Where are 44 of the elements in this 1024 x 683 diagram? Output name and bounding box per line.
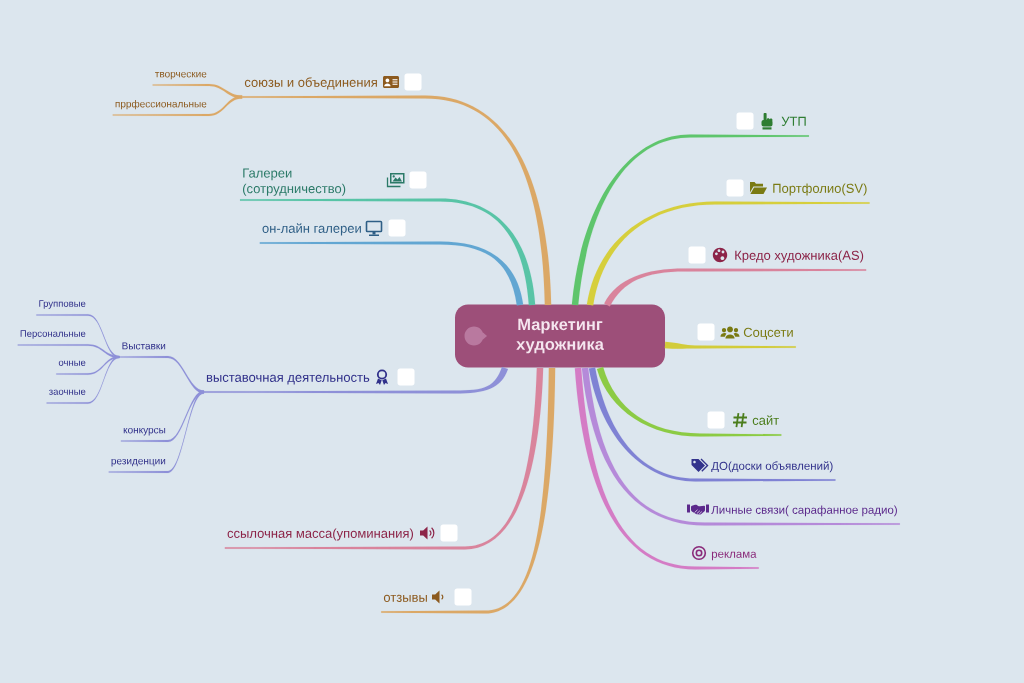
branch-line: [119, 355, 204, 394]
branch-line: [581, 367, 900, 526]
branch-line: [242, 95, 552, 306]
topic-label: реклама: [711, 551, 757, 561]
subtopic-label: очные: [58, 360, 86, 366]
branch-line: [259, 241, 524, 306]
branch-line: [604, 268, 867, 307]
topic-label: ДО(доски объявлений): [711, 461, 833, 473]
subtopic-label: конкурсы: [123, 427, 166, 436]
branch-line: [239, 198, 536, 306]
topic-label: Соцсети: [743, 327, 793, 340]
branch-line: [574, 367, 759, 570]
branch-line: [108, 390, 204, 474]
topic-label: Кредо художника(AS): [735, 250, 864, 263]
topic-label: он-лайн галереи: [262, 223, 361, 236]
topic-label: Личные связи( сарафанное радио): [711, 505, 897, 517]
topic-label: Портфолио(SV): [773, 183, 867, 196]
central-topic-box: Маркетинг художника: [455, 304, 665, 368]
topic-label: УТП: [781, 116, 806, 126]
topic-label: Галереи (сотрудничество): [243, 168, 346, 196]
topic-label: ссылочная масса(упоминания): [227, 528, 413, 541]
branch-line: [17, 344, 120, 359]
branch-line: [596, 367, 782, 437]
topic-label: отзывы: [383, 594, 427, 602]
branch-line: [224, 367, 544, 550]
branch-line: [203, 366, 509, 394]
subtopic-label: творческие: [155, 71, 207, 80]
subtopic-label: Выставки: [122, 342, 166, 350]
topic-label: союзы и объединения: [244, 77, 377, 90]
topic-label: выставочная деятельность: [206, 374, 370, 385]
branch-line: [46, 355, 120, 404]
subtopic-label: Персональные: [20, 330, 86, 339]
branch-line: [112, 95, 243, 117]
branch-line: [586, 201, 870, 306]
subtopic-label: пррфессиональные: [115, 100, 207, 110]
branch-line: [588, 367, 836, 482]
branch-line: [152, 83, 243, 99]
subtopic-label: заочные: [49, 389, 86, 395]
branch-line: [571, 134, 809, 306]
subtopic-label: резиденции: [111, 458, 166, 467]
branch-line: [664, 341, 796, 349]
branch-line: [381, 367, 556, 614]
subtopic-label: Групповые: [39, 300, 86, 309]
topic-label: сайт: [752, 415, 779, 425]
